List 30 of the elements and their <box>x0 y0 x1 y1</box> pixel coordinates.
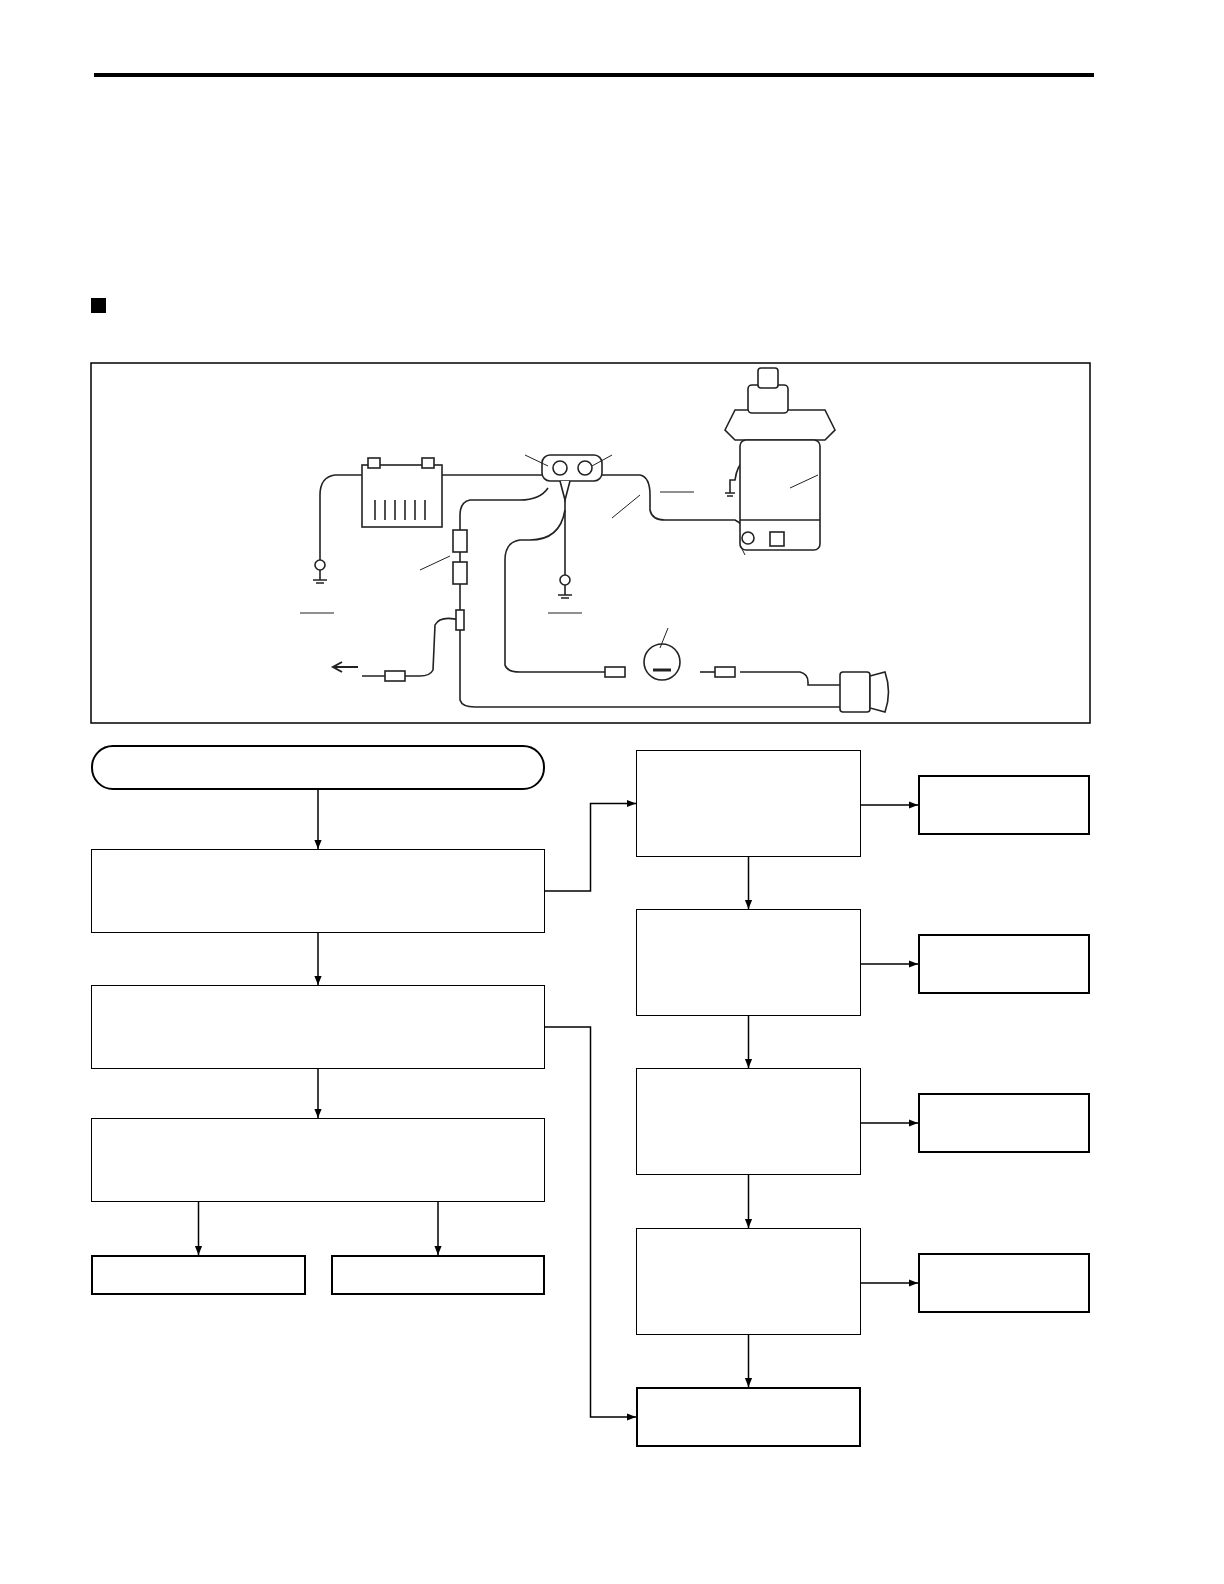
process-box <box>636 909 861 1016</box>
result-box <box>918 1093 1090 1153</box>
result-box <box>331 1255 545 1295</box>
process-box <box>636 1228 861 1335</box>
arrow <box>860 1119 919 1127</box>
arrow <box>434 1201 442 1256</box>
process-box <box>91 985 545 1069</box>
arrow <box>314 1068 322 1119</box>
process-box <box>636 1068 861 1175</box>
process-box <box>91 849 545 933</box>
arrow <box>860 801 919 809</box>
arrow <box>860 960 919 968</box>
arrow <box>744 1174 753 1229</box>
result-box <box>636 1387 861 1447</box>
arrow <box>860 1279 919 1287</box>
arrow <box>744 1015 753 1069</box>
arrow <box>314 932 322 986</box>
arrow <box>194 1201 203 1256</box>
arrow <box>744 856 753 910</box>
process-box <box>636 750 861 857</box>
arrow <box>544 799 637 892</box>
arrow <box>314 789 322 850</box>
result-box <box>918 1253 1090 1313</box>
process-box <box>91 1118 545 1202</box>
terminal-box <box>91 745 545 790</box>
result-box <box>918 775 1090 835</box>
result-box <box>918 934 1090 994</box>
arrow <box>744 1334 753 1388</box>
arrow <box>544 1026 637 1421</box>
result-box <box>91 1255 306 1295</box>
